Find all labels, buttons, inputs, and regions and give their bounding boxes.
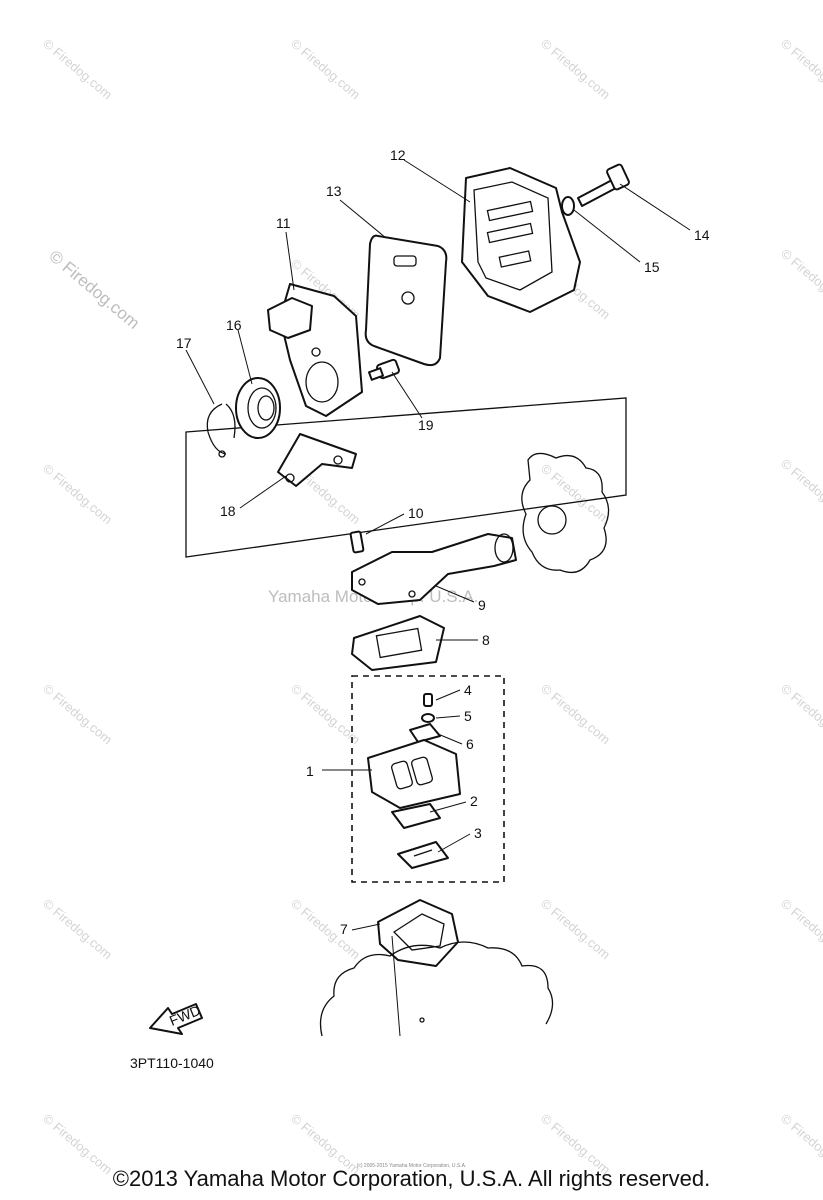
callout-17: 17: [176, 335, 192, 351]
watermark-tile: © Firedog.com: [40, 36, 115, 102]
watermark-tile: © Firedog.com: [778, 681, 823, 747]
part-4-screw: [423, 693, 433, 707]
watermark-tile: © Firedog.com: [288, 36, 363, 102]
leader-lines: [185, 159, 691, 931]
part-13-gasket: [364, 234, 448, 367]
part-8-gasket: [351, 615, 445, 671]
callout-16: 16: [226, 317, 242, 333]
watermark-tile: © Firedog.com: [538, 36, 613, 102]
callout-1: 1: [306, 763, 314, 779]
callout-18: 18: [220, 503, 236, 519]
watermark-tile: © Firedog.com: [40, 461, 115, 527]
callout-19: 19: [418, 417, 434, 433]
engine-bolt-hole: [419, 1017, 425, 1023]
callout-13: 13: [326, 183, 342, 199]
watermark-layer: © Firedog.com © Firedog.com © Firedog.co…: [40, 36, 823, 1177]
fwd-arrow-icon: FWD: [149, 1002, 203, 1035]
callout-15: 15: [644, 259, 660, 275]
engine-port: [537, 505, 567, 535]
part-18-bracket: [277, 433, 357, 487]
callout-10: 10: [408, 505, 424, 521]
callout-14: 14: [694, 227, 710, 243]
callout-6: 6: [466, 736, 474, 752]
watermark-tile: © Firedog.com: [40, 681, 115, 747]
callout-3: 3: [474, 825, 482, 841]
part-17-clamp: [206, 403, 236, 458]
part-6-stopper: [409, 723, 441, 743]
callout-4: 4: [464, 682, 472, 698]
copyright-notice: ©2013 Yamaha Motor Corporation, U.S.A. A…: [112, 1166, 711, 1191]
part-10-screw: [349, 530, 365, 554]
tiny-credit: (c) 2005-2015 Yamaha Motor Corporation, …: [356, 1163, 467, 1169]
part-12-silencer-case: [461, 167, 581, 313]
callout-5: 5: [464, 708, 472, 724]
part-2-reed: [391, 803, 441, 829]
callout-8: 8: [482, 632, 490, 648]
gasket-alignment-line: [391, 935, 401, 1037]
part-1-reed-valve-body: [367, 739, 461, 809]
engine-outline-lower: [319, 941, 554, 1037]
part-3-reed: [397, 841, 449, 869]
watermark-tile: © Firedog.com: [538, 681, 613, 747]
watermark-tile: © Firedog.com: [778, 246, 823, 312]
part-14-bolt: [577, 163, 630, 207]
callout-11: 11: [276, 215, 291, 231]
engine-outline-upper: [521, 452, 610, 574]
watermark-tile: © Firedog.com: [778, 36, 823, 102]
callout-labels: 1 2 3 4 5 6 7 8 9 10 11 12 13 14 15 16 1…: [176, 147, 710, 937]
callout-2: 2: [470, 793, 478, 809]
diagram-code: 3PT110-1040: [130, 1055, 214, 1071]
watermark-tile: © Firedog.com: [538, 896, 613, 962]
part-9-manifold: [351, 533, 517, 605]
part-11-silencer: [267, 283, 363, 417]
watermark-tile: © Firedog.com: [538, 461, 613, 527]
part-5-washer: [421, 713, 435, 723]
part-15-washer: [561, 196, 575, 216]
watermark-tile-prominent: © Firedog.com: [45, 247, 143, 333]
watermark-tile: © Firedog.com: [40, 896, 115, 962]
callout-9: 9: [478, 597, 486, 613]
part-16-joint: [235, 377, 281, 439]
watermark-tile: © Firedog.com: [778, 456, 823, 522]
subassembly-outline: [185, 397, 627, 558]
callout-7: 7: [340, 921, 348, 937]
watermark-tile: © Firedog.com: [778, 896, 823, 962]
reed-valve-assembly-box: [351, 675, 505, 883]
watermark-tile: © Firedog.com: [288, 896, 363, 962]
callout-12: 12: [390, 147, 406, 163]
